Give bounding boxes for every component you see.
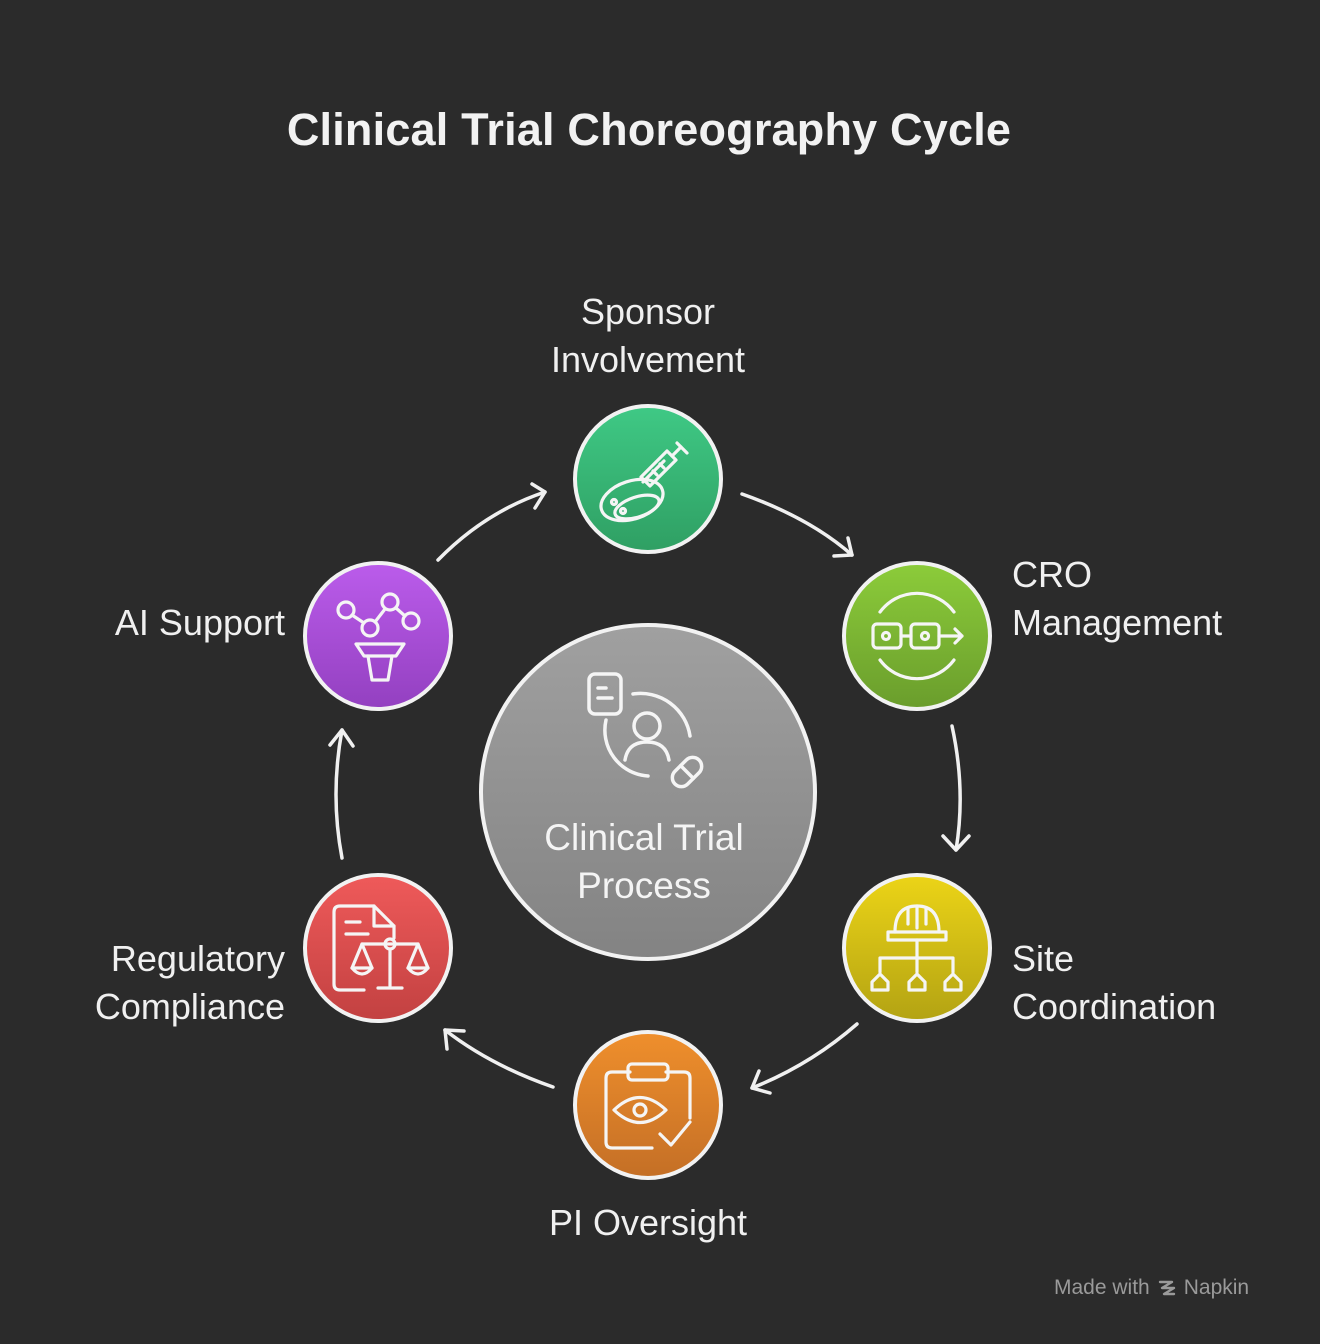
arrow-cro-to-site [941, 724, 971, 852]
label-pi: PI Oversight [548, 1202, 748, 1243]
label-site: Site Coordination [1012, 938, 1217, 1027]
label-ai: AI Support [114, 602, 285, 643]
page-title: Clinical Trial Choreography Cycle [286, 104, 1012, 155]
watermark-brand: Napkin [1183, 1276, 1250, 1299]
site-node [842, 873, 992, 1023]
syringe-petri-dish-icon [599, 441, 689, 523]
arrow-sponsor-to-cro [740, 492, 854, 558]
glasses-arrow-icon [871, 591, 964, 681]
document-scales-icon [332, 904, 430, 992]
cro-node [842, 561, 992, 711]
hardhat-hierarchy-icon [870, 904, 963, 992]
network-funnel-icon [336, 592, 421, 682]
watermark[interactable]: Made with Napkin [1054, 1276, 1249, 1300]
center-node [479, 623, 817, 961]
regulatory-node [303, 873, 453, 1023]
clipboard-eye-check-icon [604, 1062, 692, 1150]
arrow-pi-to-regulatory [443, 1028, 555, 1089]
sponsor-node [573, 404, 723, 554]
label-cro: CRO Management [1012, 554, 1223, 643]
arrow-site-to-pi [750, 1022, 859, 1095]
pi-node [573, 1030, 723, 1180]
ai-node [303, 561, 453, 711]
label-sponsor: Sponsor Involvement [550, 291, 746, 380]
label-regulatory: Regulatory Compliance [94, 938, 285, 1027]
document-person-pill-icon [587, 672, 704, 789]
arrow-regulatory-to-ai [328, 728, 355, 860]
napkin-logo-icon [1158, 1280, 1175, 1296]
watermark-made-with: Made with [1054, 1276, 1150, 1299]
arrow-ai-to-sponsor [436, 482, 547, 562]
center-label: Clinical Trial Process [544, 817, 744, 906]
